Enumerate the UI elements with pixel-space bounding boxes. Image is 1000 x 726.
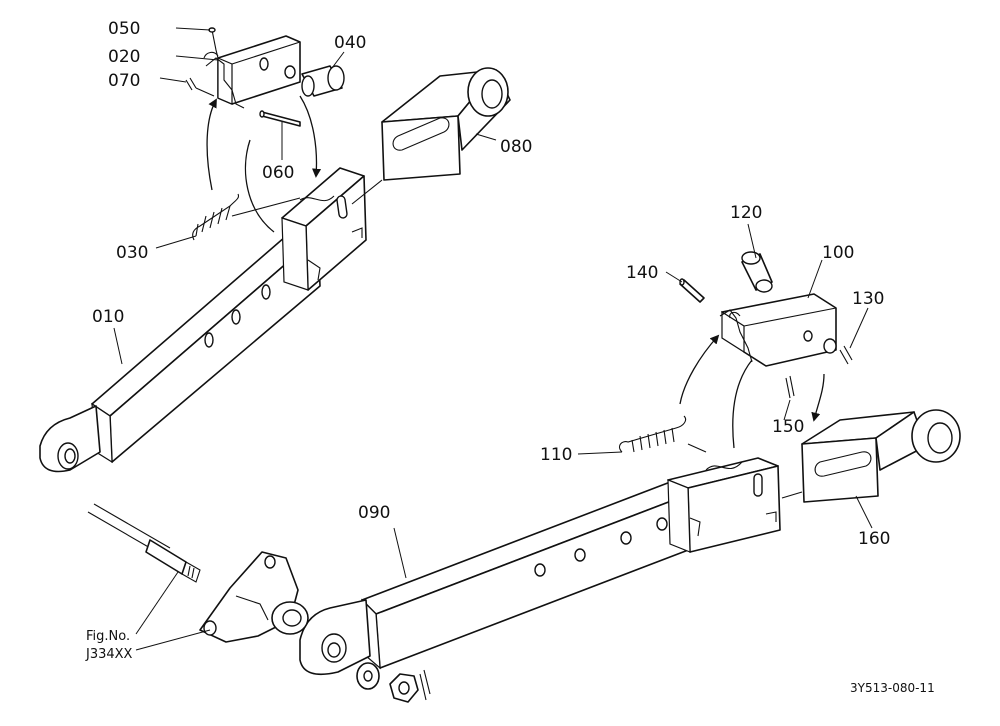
figure-ref-line1: Fig.No. <box>86 629 130 644</box>
callout-020: 020 <box>108 47 140 67</box>
callout-110: 110 <box>540 445 572 465</box>
pin-140 <box>679 278 705 303</box>
pin-130 <box>839 345 853 365</box>
spring-110 <box>619 415 687 453</box>
pin-050 <box>208 27 219 59</box>
drawing-id: 3Y513-080-11 <box>850 681 935 695</box>
callout-030: 030 <box>116 243 148 263</box>
lift-block-160 <box>781 409 961 503</box>
pin-070 <box>185 77 215 97</box>
callout-160: 160 <box>858 529 890 549</box>
callout-140: 140 <box>626 263 658 283</box>
spring-030 <box>192 193 240 241</box>
callout-080: 080 <box>500 137 532 157</box>
shaft-and-bracket <box>87 503 309 643</box>
lower-link-upper-assembly <box>39 167 367 473</box>
callout-010: 010 <box>92 307 124 327</box>
washer-and-nut <box>356 662 431 703</box>
lift-block-080 <box>351 67 511 205</box>
leader-lines <box>113 27 873 651</box>
callout-120: 120 <box>730 203 762 223</box>
pin-150 <box>785 375 795 399</box>
callout-040: 040 <box>334 33 366 53</box>
lower-link-lower-assembly <box>299 457 781 676</box>
pin-120 <box>741 251 773 293</box>
callout-090: 090 <box>358 503 390 523</box>
pin-040 <box>301 65 345 97</box>
callout-150: 150 <box>772 417 804 437</box>
figure-ref-line2: J334XX <box>85 647 133 662</box>
callout-060: 060 <box>262 163 294 183</box>
callout-050: 050 <box>108 19 140 39</box>
callout-100: 100 <box>822 243 854 263</box>
latch-bracket-100 <box>719 293 837 367</box>
pin-060 <box>259 110 301 127</box>
callout-130: 130 <box>852 289 884 309</box>
callout-labels: 050 020 070 040 060 080 030 010 090 120 … <box>85 19 935 695</box>
latch-bracket-020 <box>203 35 301 109</box>
callout-070: 070 <box>108 71 140 91</box>
